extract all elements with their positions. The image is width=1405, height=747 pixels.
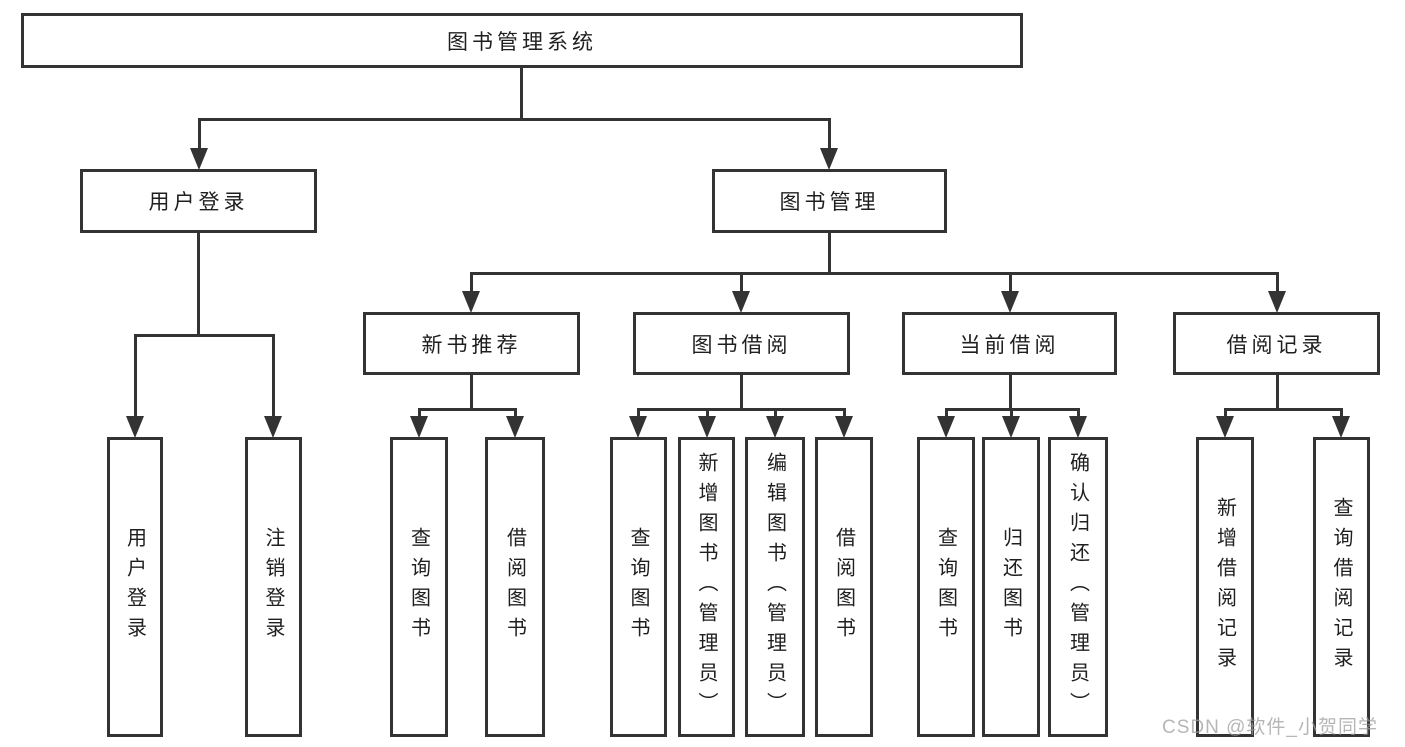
node-user-login-label: 用户登录 [148,191,249,214]
connector-stem-line [827,118,831,150]
leaf-query-books-recommend: 查询图书 [390,437,448,737]
arrowhead-icon [1069,416,1087,438]
connector-stem-line [1339,408,1343,418]
connector-stem-line [197,118,201,150]
leaf-query-books-borrow: 查询图书 [610,437,667,737]
leaf-user-login: 用户登录 [107,437,163,737]
leaf-query-books-current: 查询图书 [917,437,975,737]
node-borrow-records: 借阅记录 [1173,312,1380,375]
arrowhead-icon [462,291,480,313]
node-user-login: 用户登录 [80,169,317,233]
arrowhead-icon [732,291,750,313]
arrowhead-icon [766,416,784,438]
leaf-add-borrow-record: 新增借阅记录 [1196,437,1254,737]
connector-stem-line [469,272,473,293]
connector-rail-line [469,272,1279,275]
connector-stem-line [1275,272,1279,293]
connector-stem-line [842,408,846,418]
node-new-book-recommend-label: 新书推荐 [421,333,522,357]
arrowhead-icon [1332,416,1350,438]
leaf-query-books-borrow-label: 查询图书 [627,527,649,647]
connector-stem-line [944,408,948,418]
arrowhead-icon [506,416,524,438]
arrowhead-icon [1268,291,1286,313]
watermark: CSDN @软件_小贺同学 [1162,717,1378,738]
connector-stem-line [271,334,275,418]
leaf-add-borrow-record-label: 新增借阅记录 [1213,497,1236,677]
node-book-management-label: 图书管理 [779,191,880,214]
leaf-return-book: 归还图书 [982,437,1040,737]
leaf-borrow-books-recommend: 借阅图书 [485,437,545,737]
arrowhead-icon [190,148,208,170]
leaf-edit-book-admin-label: 编辑图书（管理员） [763,452,786,722]
leaf-edit-book-admin: 编辑图书（管理员） [745,437,805,737]
leaf-borrow-books-borrow-label: 借阅图书 [832,527,855,647]
node-new-book-recommend: 新书推荐 [363,312,580,375]
connector-stem-line [1009,408,1013,418]
connector-rail-line [417,408,517,411]
connector-trunk-line [469,375,473,411]
leaf-query-borrow-record-label: 查询借阅记录 [1330,497,1352,677]
connector-trunk-line [827,233,831,275]
arrowhead-icon [937,416,955,438]
leaf-query-borrow-record: 查询借阅记录 [1313,437,1370,737]
connector-stem-line [705,408,709,418]
leaf-user-login-label: 用户登录 [123,527,146,647]
connector-trunk-line [1275,375,1279,411]
arrowhead-icon [1002,416,1020,438]
leaf-return-book-label: 归还图书 [999,527,1022,647]
arrowhead-icon [820,148,838,170]
arrowhead-icon [1001,291,1019,313]
node-book-borrow-label: 图书借阅 [691,333,792,357]
arrowhead-icon [410,416,428,438]
node-current-borrow: 当前借阅 [902,312,1117,375]
node-current-borrow-label: 当前借阅 [959,333,1060,357]
connector-rail-line [197,118,831,121]
leaf-add-book-admin: 新增图书（管理员） [678,437,735,737]
arrowhead-icon [1216,416,1234,438]
leaf-query-books-recommend-label: 查询图书 [407,527,430,647]
leaf-borrow-books-recommend-label: 借阅图书 [503,527,526,647]
connector-trunk-line [196,233,200,337]
node-root-label: 图书管理系统 [447,30,597,54]
leaf-query-books-current-label: 查询图书 [934,527,957,647]
arrowhead-icon [264,416,282,438]
node-book-management: 图书管理 [712,169,947,233]
connector-trunk-line [1008,375,1012,411]
leaf-logout-label: 注销登录 [262,527,284,647]
leaf-logout: 注销登录 [245,437,302,737]
connector-stem-line [1223,408,1227,418]
connector-stem-line [773,408,777,418]
arrowhead-icon [698,416,716,438]
connector-trunk-line [519,68,523,121]
connector-stem-line [1076,408,1080,418]
connector-rail-line [636,408,846,411]
leaf-add-book-admin-label: 新增图书（管理员） [695,452,717,722]
arrowhead-icon [835,416,853,438]
node-borrow-records-label: 借阅记录 [1226,333,1327,357]
arrowhead-icon [629,416,647,438]
node-book-borrow: 图书借阅 [633,312,850,375]
connector-rail-line [133,334,275,337]
leaf-borrow-books-borrow: 借阅图书 [815,437,873,737]
arrowhead-icon [126,416,144,438]
connector-trunk-line [739,375,743,411]
connector-stem-line [133,334,137,418]
connector-stem-line [513,408,517,418]
connector-stem-line [1008,272,1012,293]
node-root: 图书管理系统 [21,13,1023,68]
leaf-confirm-return-admin: 确认归还（管理员） [1048,437,1108,737]
leaf-confirm-return-admin-label: 确认归还（管理员） [1066,452,1089,722]
connector-rail-line [1223,408,1343,411]
connector-stem-line [636,408,640,418]
connector-stem-line [417,408,421,418]
connector-stem-line [739,272,743,293]
